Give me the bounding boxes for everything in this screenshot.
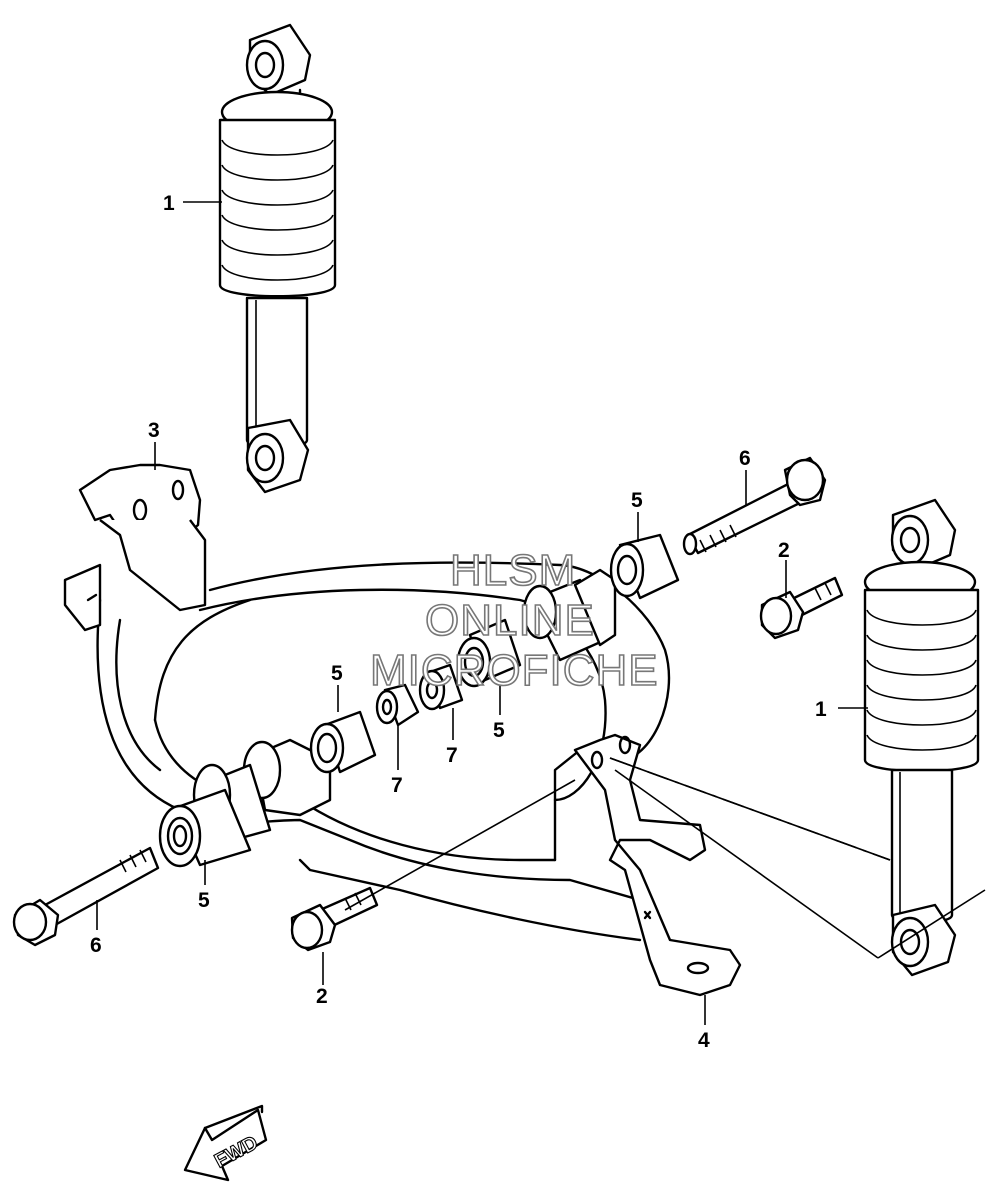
callout-labels: 1 1 2 2 3 4 5 5 5 5 6 6 7 7 [90, 192, 827, 1052]
arm-pivot-right [522, 568, 617, 662]
watermark-line-2: ONLINE [425, 596, 595, 645]
callout-6-left: 6 [90, 934, 102, 957]
shock-absorber-left [218, 23, 337, 494]
bolt-short-left [290, 886, 379, 952]
callout-5-center-right: 5 [493, 719, 505, 742]
bolt-long-right [682, 456, 827, 556]
callout-1-upper: 1 [163, 192, 175, 215]
callout-2-left: 2 [316, 985, 328, 1008]
callout-7-right: 7 [446, 744, 458, 767]
watermark-line-3: MICROFICHE [370, 646, 659, 695]
callout-5-center-left: 5 [331, 662, 343, 685]
callout-6-right: 6 [739, 447, 751, 470]
callout-2-right: 2 [778, 539, 790, 562]
bushing-center-right [456, 618, 522, 688]
callout-5-upper-right: 5 [631, 489, 643, 512]
bracket-left [63, 463, 207, 632]
callout-3: 3 [148, 419, 160, 442]
bolt-long-left [12, 846, 160, 947]
collar-right [418, 663, 464, 711]
callout-4: 4 [698, 1029, 710, 1052]
callout-7-left: 7 [391, 774, 403, 797]
shock-absorber-right [863, 498, 980, 977]
bushing-upper-right [609, 533, 680, 600]
forward-arrow: FWD [183, 1104, 268, 1182]
bushing-left [158, 788, 252, 868]
bolt-short-right [759, 576, 844, 640]
callout-1-lower: 1 [815, 698, 827, 721]
collar-left [375, 683, 420, 727]
bushing-center-left [309, 710, 377, 774]
watermark: HLSM ONLINE MICROFICHE [369, 545, 659, 696]
bracket-right [573, 733, 742, 997]
callout-5-left: 5 [198, 889, 210, 912]
watermark-line-1: HLSM [450, 546, 576, 595]
leader-lines [96, 201, 986, 1025]
